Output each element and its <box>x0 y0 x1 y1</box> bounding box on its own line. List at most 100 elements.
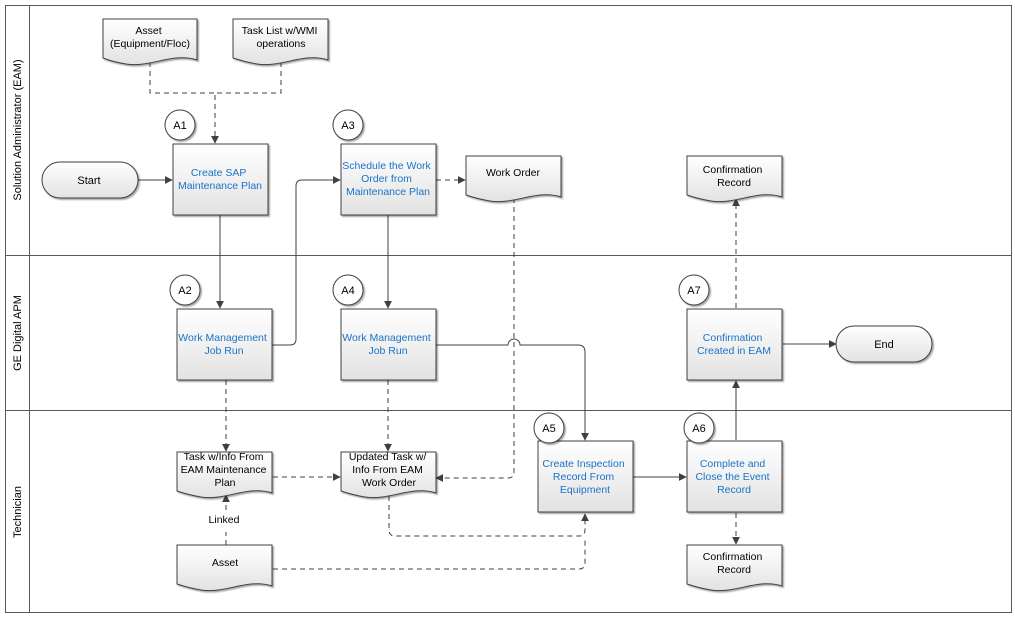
document-updated-task-line-1: Updated Task w/ <box>349 451 427 463</box>
connector-a4-to-a5 <box>436 338 589 441</box>
badge-a7-label: A7 <box>687 285 700 297</box>
pool-border <box>5 5 1012 613</box>
process-a6-label: Complete and Close the Event Record <box>695 458 772 496</box>
connector-asset-to-a5 <box>273 540 586 570</box>
document-confirmation-top-label: Confirmation Record <box>703 164 765 189</box>
swimlanes <box>5 5 1012 613</box>
process-labels: Create SAP Maintenance Plan Work Managem… <box>178 160 772 496</box>
process-a3[interactable] <box>340 143 437 216</box>
badge-a4-label: A4 <box>341 285 354 297</box>
document-work-order-label: Work Order <box>486 167 541 179</box>
document-asset-top-line-1: Asset <box>135 25 161 37</box>
terminal-end[interactable] <box>835 325 933 363</box>
process-a7-label-line-2: Created in EAM <box>697 345 771 357</box>
process-a3-label-line-3: Maintenance Plan <box>346 186 430 198</box>
badge-a3-label: A3 <box>341 120 354 132</box>
connector-a2-to-a3 <box>270 176 341 346</box>
process-a5-label-line-2: Record From <box>553 471 615 483</box>
document-task-info[interactable] <box>176 451 273 499</box>
process-a3-label-line-1: Schedule the Work <box>342 160 431 172</box>
process-a7-label-line-1: Confirmation <box>703 332 763 344</box>
lane-label-solution-admin: Solution Administrator (EAM) <box>12 59 24 200</box>
process-a7[interactable] <box>686 308 783 381</box>
process-a4-label-line-2: Job Run <box>368 345 407 357</box>
process-a5[interactable] <box>537 440 634 513</box>
badge-a2 <box>169 274 201 306</box>
document-task-info-line-3: Plan <box>214 477 235 489</box>
document-asset-bottom-label: Asset <box>212 557 238 569</box>
process-a4-label-line-1: Work Management <box>342 332 431 344</box>
badge-a5 <box>533 412 565 444</box>
process-a2-label-line-1: Work Management <box>178 332 267 344</box>
document-updated-task-label: Updated Task w/ Info From EAM Work Order <box>349 451 429 489</box>
terminal-end-label: End <box>874 339 894 351</box>
process-a3-label: Schedule the Work Order from Maintenance… <box>342 160 433 198</box>
document-task-list-label: Task List w/WMI operations <box>242 25 321 50</box>
document-asset-top-label: Asset (Equipment/Floc) <box>110 25 190 50</box>
process-a4-label: Work Management Job Run <box>342 332 433 357</box>
process-a2-label-line-2: Job Run <box>204 345 243 357</box>
process-a5-label-line-3: Equipment <box>560 484 610 496</box>
document-asset-top-line-2: (Equipment/Floc) <box>110 38 190 50</box>
document-updated-task-line-3: Work Order <box>362 477 417 489</box>
process-a7-label: Confirmation Created in EAM <box>697 332 771 357</box>
documents <box>102 18 783 592</box>
process-a3-label-line-2: Order from <box>361 173 412 185</box>
document-confirmation-top-line-1: Confirmation <box>703 164 763 176</box>
badge-a1-label: A1 <box>173 120 186 132</box>
connector-tasklist-to-a1 <box>211 62 282 144</box>
document-confirmation-top[interactable] <box>686 155 783 203</box>
document-task-info-line-2: EAM Maintenance <box>181 464 267 476</box>
process-a5-label: Create Inspection Record From Equipment <box>542 458 627 496</box>
connector-asset-to-a1 <box>149 62 215 94</box>
document-task-list[interactable] <box>232 18 329 66</box>
connectors <box>138 62 837 570</box>
process-a1-label-line-1: Create SAP <box>191 167 246 179</box>
badge-a7 <box>678 274 710 306</box>
lane-label-ge-digital-apm: GE Digital APM <box>12 295 24 371</box>
process-a6-label-line-3: Record <box>717 484 751 496</box>
terminal-start[interactable] <box>41 161 139 199</box>
document-confirmation-bottom[interactable] <box>686 544 783 592</box>
step-badges <box>164 109 715 444</box>
process-a1[interactable] <box>172 143 269 216</box>
document-updated-task[interactable] <box>340 451 437 499</box>
process-a1-label: Create SAP Maintenance Plan <box>178 167 262 192</box>
badge-a6-label: A6 <box>692 423 705 435</box>
badge-a1 <box>164 109 196 141</box>
document-confirmation-bottom-line-1: Confirmation <box>703 551 763 563</box>
process-a4[interactable] <box>340 308 437 381</box>
process-boxes <box>172 143 783 513</box>
lane-label-technician: Technician <box>12 486 24 538</box>
connector-updatedtask-to-a5 <box>388 496 589 537</box>
badge-a5-label: A5 <box>542 423 555 435</box>
terminal-end-shape <box>835 325 933 363</box>
document-asset-bottom[interactable] <box>176 544 273 592</box>
process-a2-label: Work Management Job Run <box>178 332 269 357</box>
document-task-info-line-1: Task w/Info From <box>184 451 264 463</box>
badge-a6 <box>683 412 715 444</box>
terminal-start-shape <box>41 161 139 199</box>
process-a6[interactable] <box>686 440 783 513</box>
process-a1-label-line-2: Maintenance Plan <box>178 180 262 192</box>
document-asset-top[interactable] <box>102 18 198 66</box>
badge-a4 <box>332 274 364 306</box>
process-a6-label-line-1: Complete and <box>700 458 766 470</box>
process-a2[interactable] <box>176 308 273 381</box>
document-asset-bottom-line-1: Asset <box>212 557 238 569</box>
lane-labels: Solution Administrator (EAM) GE Digital … <box>12 59 24 538</box>
process-a6-label-line-2: Close the Event <box>695 471 769 483</box>
document-work-order-line-1: Work Order <box>486 167 541 179</box>
document-confirmation-bottom-line-2: Record <box>717 564 751 576</box>
process-a5-label-line-1: Create Inspection <box>542 458 624 470</box>
badge-a3 <box>332 109 364 141</box>
terminal-start-label: Start <box>77 175 100 187</box>
document-task-list-line-1: Task List w/WMI <box>242 25 318 37</box>
document-work-order[interactable] <box>465 155 562 203</box>
document-updated-task-line-2: Info From EAM <box>352 464 423 476</box>
document-confirmation-bottom-label: Confirmation Record <box>703 551 765 576</box>
badge-a2-label: A2 <box>178 285 191 297</box>
document-labels: Asset (Equipment/Floc) Task List w/WMI o… <box>110 25 765 576</box>
